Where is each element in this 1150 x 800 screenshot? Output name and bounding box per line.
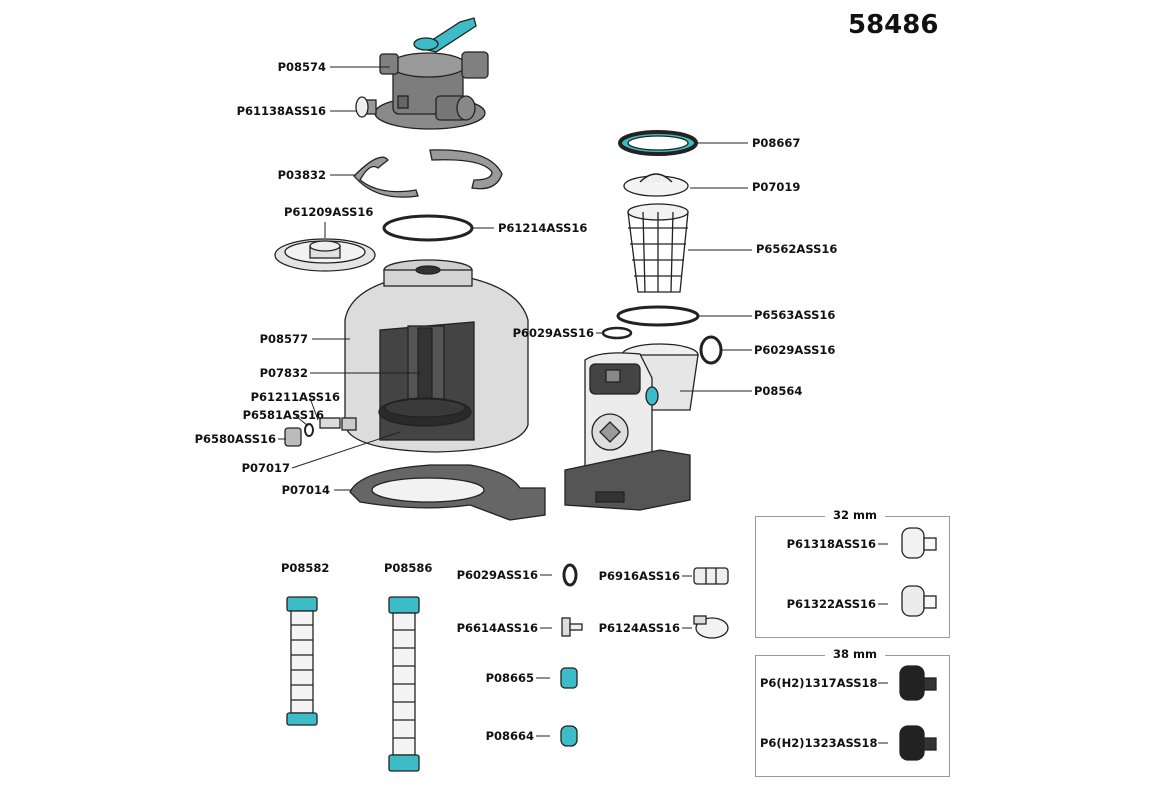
label-loose-oring: P6029ASS16 — [456, 568, 538, 582]
drain-assembly — [284, 417, 357, 447]
label-pipe: P07832 — [259, 366, 308, 380]
fittings-38mm-header: 38 mm — [825, 647, 885, 661]
multiport-valve — [374, 17, 489, 130]
fittings-38mm-box — [755, 655, 950, 777]
label-nut-a: P08665 — [485, 671, 534, 685]
label-drain-oring: P6581ASS16 — [242, 408, 324, 422]
label-valve-fitting: P6614ASS16 — [456, 621, 538, 635]
lid-oring — [616, 305, 700, 327]
label-small-oring: P6029ASS16 — [512, 326, 594, 340]
label-gauge: P61138ASS16 — [236, 104, 326, 118]
small-oring — [601, 326, 633, 340]
label-drain-cap: P6580ASS16 — [194, 432, 276, 446]
label-tank: P08577 — [259, 332, 308, 346]
pump-unit — [564, 343, 699, 511]
label-fitting-32-b: P61322ASS16 — [786, 597, 876, 611]
model-number: 58486 — [848, 10, 939, 40]
filter-tank — [344, 259, 529, 453]
label-hose-b: P08586 — [384, 561, 433, 575]
label-adapter: P6916ASS16 — [598, 569, 680, 583]
tank-oring — [382, 214, 474, 242]
label-fitting-38-b: P6(H2)1323ASS18 — [760, 736, 878, 750]
fittings-32mm-header: 32 mm — [825, 508, 885, 522]
fitting-32-a — [901, 527, 937, 559]
adapter — [693, 567, 729, 585]
label-hose-clamp: P6124ASS16 — [598, 621, 680, 635]
label-lid-ring: P08667 — [752, 136, 801, 150]
loose-oring — [562, 563, 578, 587]
label-lid: P07019 — [752, 180, 801, 194]
strainer-basket — [627, 203, 689, 293]
fitting-38-a — [899, 665, 937, 701]
label-pump: P08564 — [754, 384, 803, 398]
label-valve: P08574 — [277, 60, 326, 74]
pressure-gauge — [355, 96, 377, 118]
leader-lines — [278, 66, 888, 744]
label-drain-assembly: P61211ASS16 — [250, 390, 340, 404]
hose-a — [286, 596, 318, 726]
label-clamp: P03832 — [277, 168, 326, 182]
diffuser — [274, 238, 376, 272]
label-pump-oring: P6029ASS16 — [754, 343, 836, 357]
pump-oring — [699, 335, 723, 365]
label-tank-oring: P61214ASS16 — [498, 221, 588, 235]
pump-lid — [623, 173, 689, 197]
filter-base — [349, 464, 546, 521]
nut-b — [560, 725, 578, 747]
fitting-32-b — [901, 585, 937, 617]
label-hose-a: P08582 — [281, 561, 330, 575]
label-nut-b: P08664 — [485, 729, 534, 743]
label-fitting-32-a: P61318ASS16 — [786, 537, 876, 551]
label-base: P07014 — [281, 483, 330, 497]
fitting-38-b — [899, 725, 937, 761]
nut-a — [560, 667, 578, 689]
hose-b — [388, 596, 420, 772]
label-fitting-38-a: P6(H2)1317ASS18 — [760, 676, 878, 690]
valve-fitting — [561, 617, 583, 637]
hose-clamp — [693, 615, 729, 639]
fittings-32mm-box — [755, 516, 950, 638]
label-lid-oring: P6563ASS16 — [754, 308, 836, 322]
tank-clamp — [353, 149, 503, 198]
label-diffuser: P61209ASS16 — [284, 205, 374, 219]
label-laterals: P07017 — [241, 461, 290, 475]
label-strainer: P6562ASS16 — [756, 242, 838, 256]
